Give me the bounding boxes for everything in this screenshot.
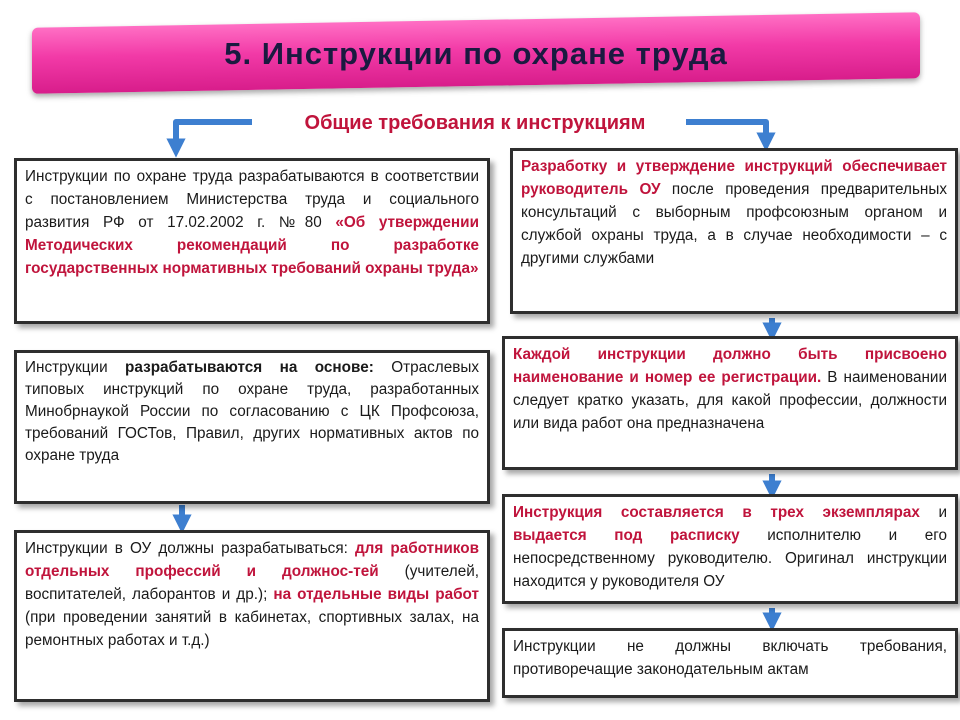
right-box1-text: после проведения предварительных консуль… — [521, 181, 948, 267]
left-box-scope: Инструкции в ОУ должны разрабатываться: … — [14, 530, 490, 702]
left-box2-text-a: Инструкции — [25, 359, 126, 376]
left-box2-bold: разрабатываются на основе: — [125, 359, 374, 376]
right-box3-text-a: и — [919, 504, 947, 521]
right-box2-highlight: Каждой инструкции должно быть присвоено … — [513, 346, 947, 386]
left-box-legal-basis: Инструкции по охране труда разрабатывают… — [14, 158, 490, 324]
left-box2-text-b: Отраслевых типовых инструкций по охране … — [25, 359, 479, 464]
right-box4-text: Инструкции не должны включать требования… — [513, 638, 947, 678]
left-box3-highlight-b: на отдельные виды работ — [273, 586, 480, 603]
right-box3-text-b: исполнителю и его непосредственному руко… — [513, 527, 947, 590]
right-box3-highlight-b: выдается под расписку — [513, 527, 740, 544]
right-box-restrictions: Инструкции не должны включать требования… — [502, 628, 958, 698]
section-subtitle: Общие требования к инструкциям — [304, 112, 646, 134]
left-box3-text-b: (учителей, воспитателей, лаборантов и др… — [25, 563, 479, 603]
right-box2-text: В наименовании следует кратко указать, д… — [513, 369, 947, 432]
right-box-copies: Инструкция составляется в трех экземпляр… — [502, 494, 958, 604]
arrow-to-left-box1 — [166, 119, 252, 158]
right-box-naming: Каждой инструкции должно быть присвоено … — [502, 336, 958, 470]
left-box3-text-a: Инструкции в ОУ должны разрабатываться: — [25, 540, 355, 557]
right-box1-highlight: Разработку и утверждение инструкций обес… — [521, 158, 947, 198]
right-box-approval: Разработку и утверждение инструкций обес… — [510, 148, 958, 314]
arrow-to-right-box1 — [686, 119, 776, 152]
right-box3-highlight-a: Инструкция составляется в трех экземпляр… — [513, 504, 920, 521]
left-box1-text: Инструкции по охране труда разрабатывают… — [25, 168, 479, 231]
page-title: 5. Инструкции по охране труда — [224, 36, 728, 71]
left-box-development-basis: Инструкции разрабатываются на основе: От… — [14, 350, 490, 504]
left-box3-highlight-a: для работников отдельных профессий и дол… — [25, 540, 480, 580]
left-box3-text-c: (при проведении занятий в кабинетах, спо… — [25, 609, 479, 649]
left-box1-highlight: «Об утверждении Методических рекомендаци… — [25, 214, 479, 277]
